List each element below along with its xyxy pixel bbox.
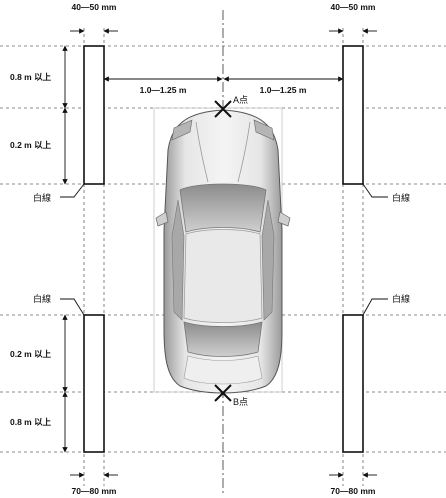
white-line-callout-front-left: 白線	[33, 183, 85, 203]
rear-inner-label: 0.8 m 以上	[10, 417, 52, 427]
offset-label-left: 1.0—1.25 m	[140, 85, 187, 95]
bottom-width-label-right: 70—80 mm	[331, 486, 376, 496]
front-inner-label: 0.8 m 以上	[10, 72, 52, 82]
point-a-marker: A点	[214, 95, 248, 118]
white-line-label-front-right: 白線	[392, 192, 410, 203]
white-line-callout-front-right: 白線	[362, 183, 410, 203]
rear-rear-dimension: 0.2 m 以上	[10, 314, 68, 393]
top-width-dimension-right: 40—50 mm	[329, 2, 377, 34]
bottom-width-dimension-left: 70—80 mm	[70, 472, 118, 496]
rear-rear-label: 0.2 m 以上	[10, 349, 52, 359]
white-line-callout-rear-left: 白線	[33, 293, 85, 316]
point-b-label: B点	[233, 397, 248, 407]
white-line-callout-rear-right: 白線	[362, 293, 410, 316]
white-line-label-rear-right: 白線	[392, 293, 410, 304]
bottom-width-label-left: 70—80 mm	[72, 486, 117, 496]
offset-dimension-left: 1.0—1.25 m	[103, 76, 223, 95]
top-width-dimension-left: 40—50 mm	[70, 2, 118, 34]
white-line-label-rear-left: 白線	[33, 293, 51, 304]
bottom-width-dimension-right: 70—80 mm	[329, 472, 377, 496]
car-top-view	[155, 109, 291, 394]
offset-dimension-right: 1.0—1.25 m	[223, 76, 344, 95]
front-inner-dimension: 0.8 m 以上	[10, 45, 68, 109]
rear-inner-dimension: 0.8 m 以上	[10, 391, 68, 453]
top-width-label-left: 40—50 mm	[72, 2, 117, 12]
white-line-label-front-left: 白線	[33, 192, 51, 203]
point-b-marker: B点	[214, 384, 248, 407]
white-line-rear-right	[342, 314, 364, 453]
white-line-front-right	[342, 45, 364, 185]
front-rear-dimension: 0.2 m 以上	[10, 107, 68, 185]
top-width-label-right: 40—50 mm	[331, 2, 376, 12]
front-rear-label: 0.2 m 以上	[10, 140, 52, 150]
offset-label-right: 1.0—1.25 m	[260, 85, 307, 95]
white-line-front-left	[83, 45, 105, 185]
point-a-label: A点	[233, 95, 248, 105]
white-line-rear-left	[83, 314, 105, 453]
